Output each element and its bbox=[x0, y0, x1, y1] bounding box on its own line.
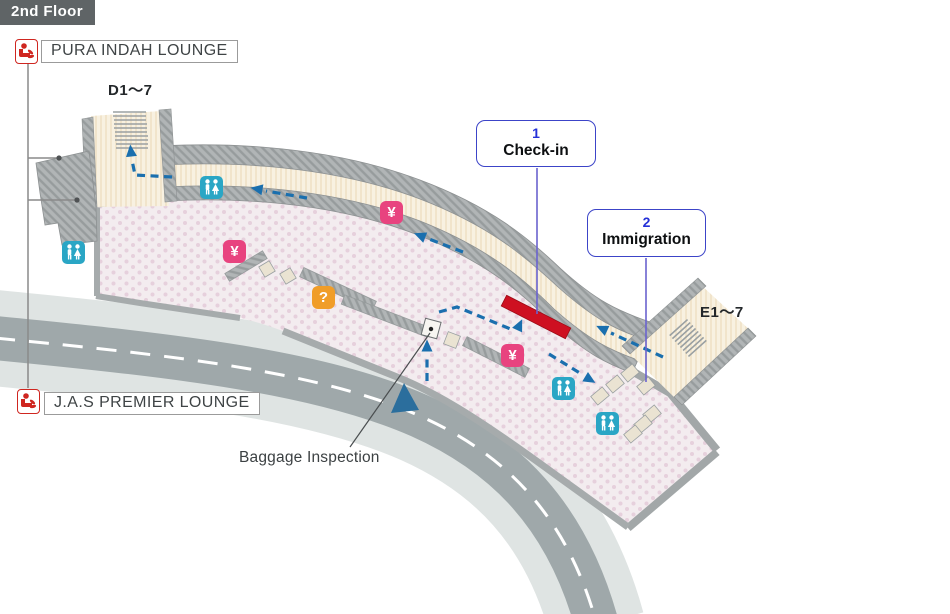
terminal-building bbox=[35, 108, 757, 532]
step-leader-lines bbox=[536, 168, 647, 382]
stairs-icon bbox=[113, 111, 148, 149]
pier-label-e: E1〜7 bbox=[700, 304, 744, 321]
floor-badge: 2nd Floor bbox=[0, 0, 95, 25]
pier-e bbox=[621, 277, 757, 406]
counter-islands bbox=[224, 250, 530, 378]
step-box-immigration: 2 Immigration bbox=[587, 209, 706, 257]
lounge-leader-lines bbox=[27, 64, 75, 388]
currency-exchange-icon: ¥ bbox=[380, 201, 403, 224]
currency-exchange-icon: ¥ bbox=[223, 240, 246, 263]
lounge-icon bbox=[15, 39, 38, 64]
lounge-icon bbox=[17, 389, 40, 414]
immigration-booths bbox=[590, 363, 662, 444]
kiosks bbox=[258, 260, 461, 349]
lounge-label-jas: J.A.S PREMIER LOUNGE bbox=[44, 392, 260, 415]
step-number: 1 bbox=[532, 125, 540, 141]
entrance-arrow bbox=[391, 383, 419, 413]
step-label: Check-in bbox=[503, 141, 569, 159]
passenger-flow-paths bbox=[130, 159, 664, 381]
currency-exchange-icon: ¥ bbox=[501, 344, 524, 367]
road-center-line bbox=[0, 336, 596, 614]
information-icon: ? bbox=[312, 286, 335, 309]
west-end-block bbox=[35, 150, 98, 246]
lounge-seat-glyph bbox=[21, 393, 37, 409]
pier-d bbox=[81, 108, 178, 209]
restroom-icon bbox=[200, 176, 223, 199]
step-box-checkin: 1 Check-in bbox=[476, 120, 596, 167]
lounge-seat-glyph bbox=[19, 43, 35, 59]
step-number: 2 bbox=[642, 214, 651, 230]
restroom-icon bbox=[552, 377, 575, 400]
pier-label-d: D1〜7 bbox=[108, 82, 153, 99]
flow-arrowheads bbox=[126, 144, 610, 383]
stairs-icon bbox=[669, 318, 707, 358]
departure-hall bbox=[97, 199, 716, 527]
checkin-counter-highlight bbox=[500, 294, 572, 340]
baggage-leader-line bbox=[349, 332, 431, 448]
lounge-label-pura: PURA INDAH LOUNGE bbox=[41, 40, 238, 63]
restroom-icon bbox=[62, 241, 85, 264]
restroom-icon bbox=[596, 412, 619, 435]
access-road bbox=[0, 290, 644, 614]
baggage-inspection-machine bbox=[420, 317, 442, 340]
step-label: Immigration bbox=[602, 230, 691, 248]
baggage-inspection-label: Baggage Inspection bbox=[239, 449, 380, 466]
